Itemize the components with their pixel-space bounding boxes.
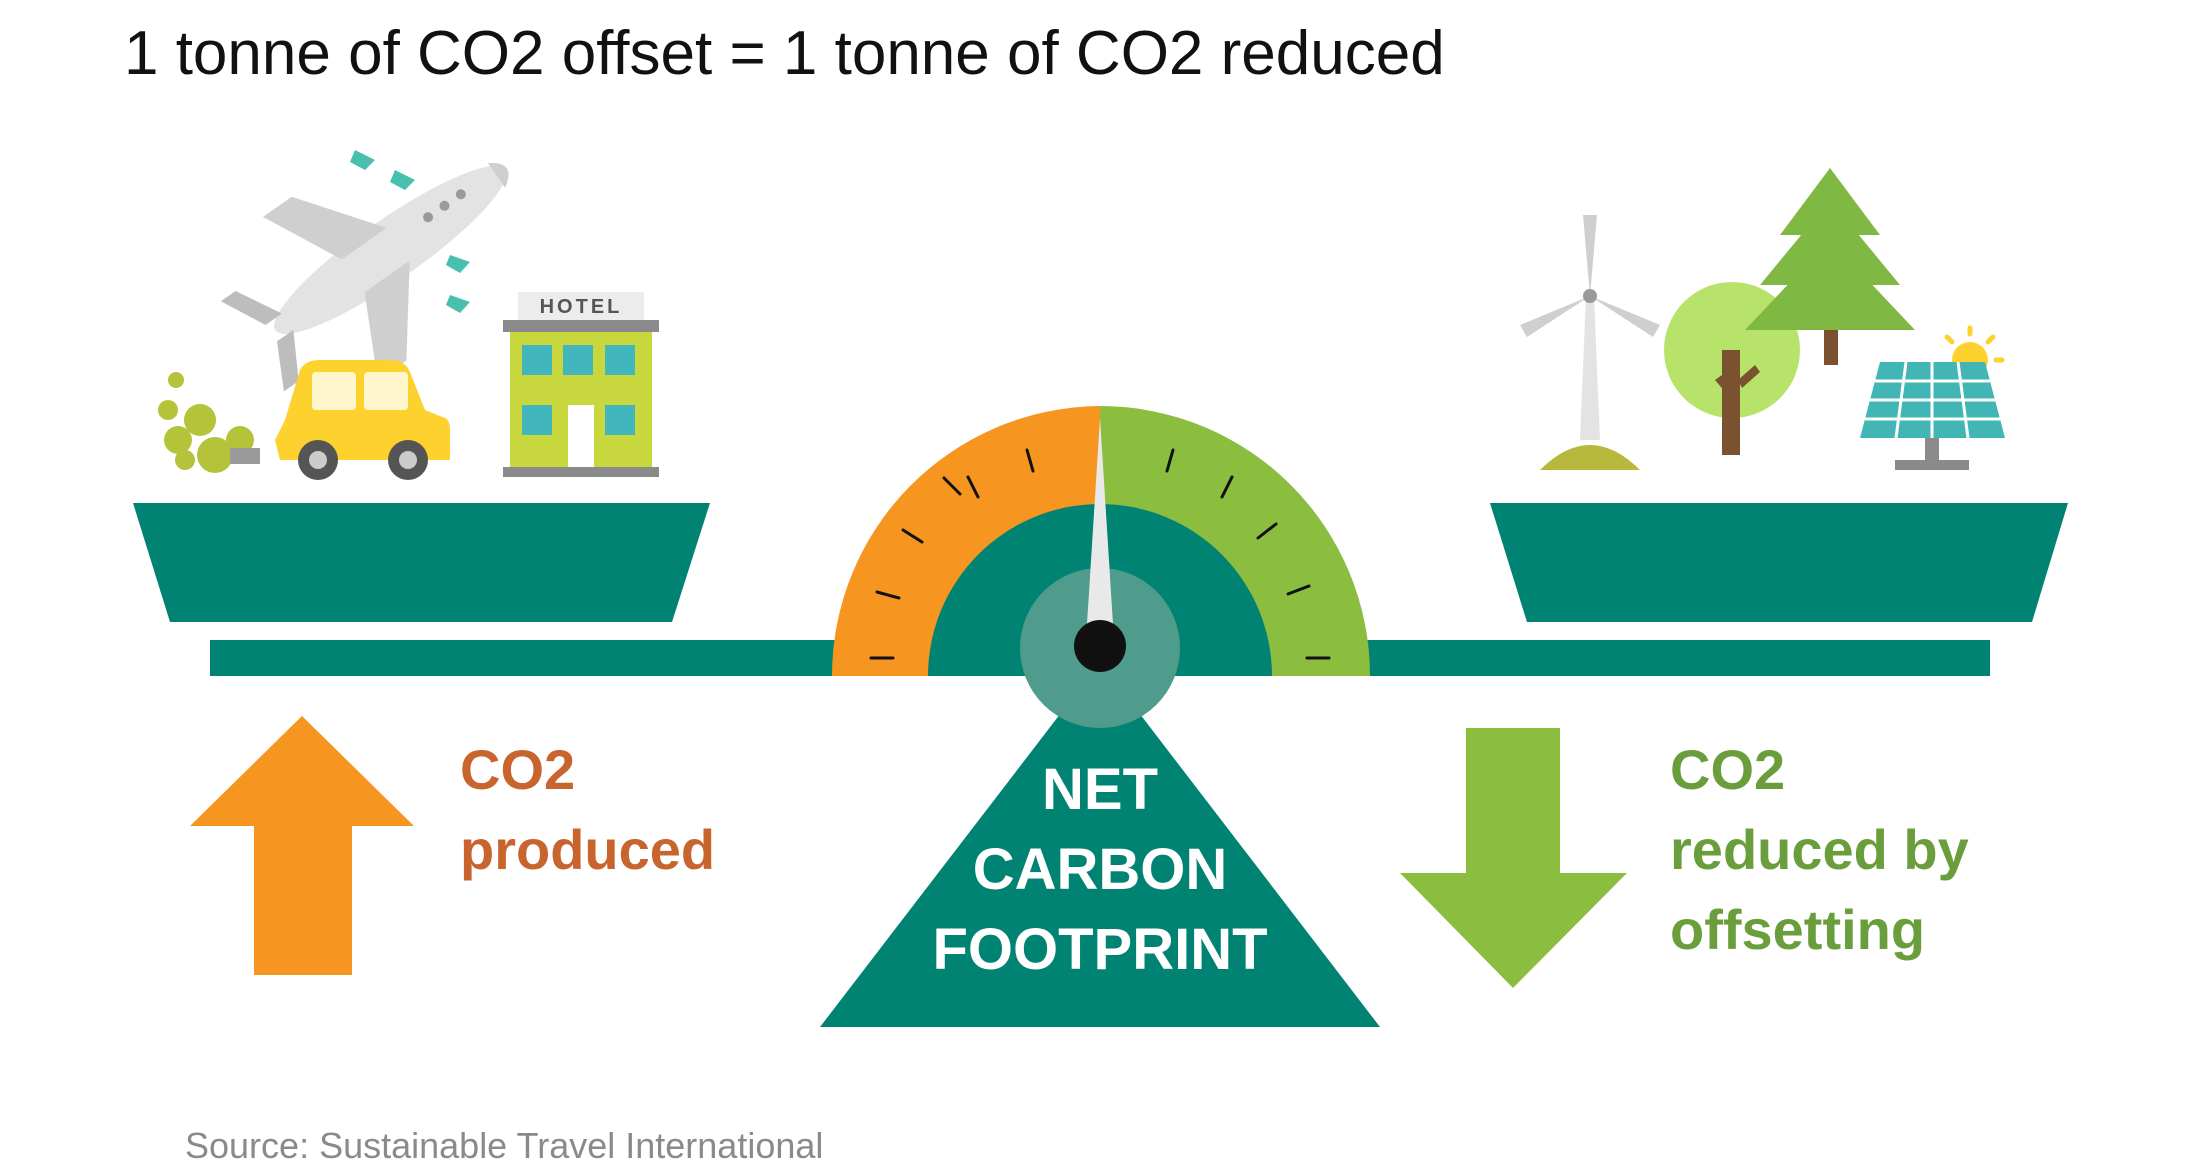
net-line2: CARBON	[870, 830, 1330, 910]
left-tray	[133, 503, 710, 622]
co2-produced-line1: CO2	[460, 730, 715, 810]
co2-produced-label: CO2 produced	[460, 730, 715, 890]
wind-turbine-icon	[1520, 215, 1660, 470]
exhaust-smoke-icon	[158, 372, 260, 473]
hotel-icon: HOTEL	[503, 292, 659, 477]
co2-produced-line2: produced	[460, 810, 715, 890]
arrow-down-icon	[1400, 728, 1627, 988]
co2-reduced-label: CO2 reduced by offsetting	[1670, 730, 1969, 970]
co2-reduced-line1: CO2	[1670, 730, 1969, 810]
net-line3: FOOTPRINT	[870, 910, 1330, 990]
co2-reduced-line2: reduced by	[1670, 810, 1969, 890]
arrow-up-icon	[190, 716, 414, 975]
car-icon	[275, 360, 450, 480]
right-tray	[1490, 503, 2068, 622]
net-carbon-footprint-label: NET CARBON FOOTPRINT	[870, 750, 1330, 990]
net-line1: NET	[870, 750, 1330, 830]
source-caption: Source: Sustainable Travel International	[185, 1125, 823, 1167]
co2-reduced-line3: offsetting	[1670, 890, 1969, 970]
solar-panel-icon	[1860, 362, 2005, 470]
hotel-sign: HOTEL	[540, 296, 623, 318]
